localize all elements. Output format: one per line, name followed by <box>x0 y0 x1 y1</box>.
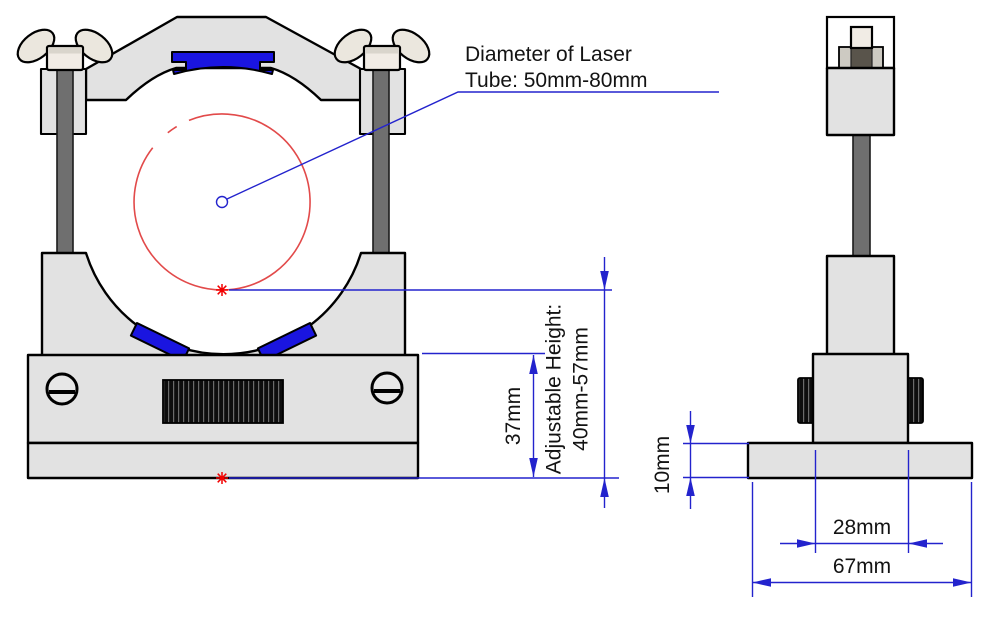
right-wing-nut-hub-shade <box>366 47 398 54</box>
base-height-dimension: 37mm <box>422 352 545 477</box>
flange-thickness-dimension: 10mm <box>651 411 749 509</box>
right-base-screw <box>370 371 404 405</box>
right-threaded-rod <box>372 68 390 256</box>
flange-thickness-label: 10mm <box>651 436 674 494</box>
arrow-right-icon <box>953 578 972 587</box>
top-tube-pad <box>171 51 275 75</box>
arrow-left-icon <box>752 578 771 587</box>
side-wing-nut-center <box>850 46 873 69</box>
adjustable-height-dimension: Adjustable Height: 40mm-57mm <box>229 257 619 508</box>
arrow-left-icon <box>908 539 927 548</box>
side-wing-nut-tab <box>849 25 874 50</box>
front-view <box>16 15 431 480</box>
side-mid-block <box>825 254 896 357</box>
arrow-down-icon <box>529 458 538 477</box>
arrow-down-icon <box>686 425 695 444</box>
left-base-screw <box>45 372 79 406</box>
side-upper-block <box>825 66 896 137</box>
left-wing-nut <box>16 28 114 72</box>
adjustable-height-label-line1: Adjustable Height: <box>543 304 566 474</box>
tube-circle-dash <box>167 125 178 134</box>
side-base-flange <box>746 441 974 480</box>
diameter-label-line2: Tube: 50mm-80mm <box>465 69 647 92</box>
tube-center-mark <box>215 195 229 209</box>
laser-tube-circle <box>133 113 311 291</box>
arrow-up-icon <box>686 477 695 496</box>
side-view <box>746 15 974 480</box>
diameter-leader-line <box>226 91 719 200</box>
base-height-label: 37mm <box>502 387 525 445</box>
side-wide-block <box>811 352 910 445</box>
knurled-wheel <box>162 379 284 424</box>
tube-circle-arc <box>133 113 311 291</box>
arrow-right-icon <box>797 539 816 548</box>
datum-asterisk-bottom <box>216 472 228 484</box>
dimension-annotations: Diameter of Laser Tube: 50mm-80mm Adjust… <box>215 43 973 597</box>
right-wing-nut <box>333 28 431 72</box>
right-wing-nut-right-wing <box>391 28 431 64</box>
base-lower-slab <box>26 441 420 480</box>
left-wing-nut-right-wing <box>74 28 114 64</box>
side-threaded-rod <box>852 129 871 259</box>
arrow-up-icon <box>529 355 538 374</box>
side-left-knob <box>797 377 815 424</box>
flange-width-label: 67mm <box>833 555 891 578</box>
left-wing-nut-left-wing <box>16 28 56 64</box>
left-threaded-rod <box>56 68 74 259</box>
block-width-label: 28mm <box>833 516 891 539</box>
arrow-up-icon <box>600 478 609 497</box>
arrow-down-icon <box>600 271 609 290</box>
datum-asterisk-top <box>216 284 228 296</box>
flange-width-dimension: 67mm <box>751 482 973 597</box>
left-wing-nut-hub-shade <box>49 47 81 54</box>
diameter-label-line1: Diameter of Laser <box>465 43 632 66</box>
lower-clamp-saddle <box>40 251 407 358</box>
right-wing-nut-left-wing <box>333 28 373 64</box>
side-right-knob <box>906 377 924 424</box>
diameter-leader: Diameter of Laser Tube: 50mm-80mm <box>215 43 719 209</box>
adjustable-height-label-line2: 40mm-57mm <box>570 327 593 451</box>
block-width-dimension: 28mm <box>780 450 943 553</box>
